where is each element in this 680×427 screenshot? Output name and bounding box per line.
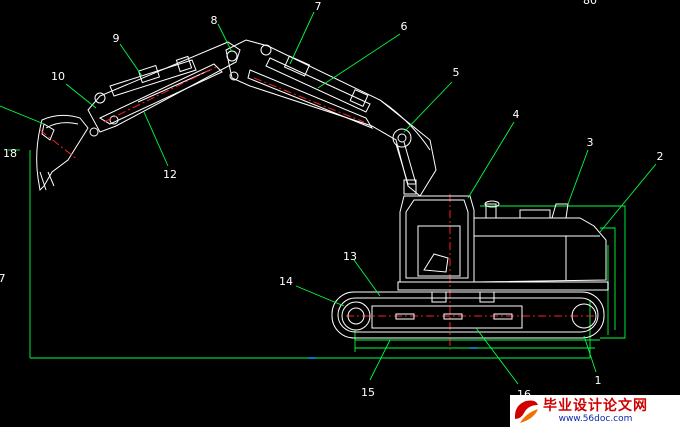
callout-7: 7 [315, 0, 322, 13]
bucket [36, 114, 89, 192]
watermark-logo-icon [514, 400, 538, 423]
site-watermark: 毕业设计论文网 www.56doc.com [510, 395, 680, 427]
watermark-title: 毕业设计论文网 [543, 398, 648, 414]
callout-3: 3 [587, 136, 594, 149]
callout-4: 4 [513, 108, 520, 121]
track [331, 291, 605, 339]
callout-5: 5 [453, 66, 460, 79]
callout-12: 12 [163, 168, 177, 181]
watermark-text: 毕业设计论文网 www.56doc.com [543, 398, 648, 424]
watermark-url: www.56doc.com [558, 414, 633, 424]
callout-2: 2 [657, 150, 664, 163]
edge-fragment-top: 80 [583, 0, 597, 7]
callout-10: 10 [51, 70, 65, 83]
center-lines [39, 65, 596, 350]
callout-1: 1 [595, 374, 602, 387]
stick [87, 41, 241, 137]
lift-cylinder [392, 128, 417, 195]
upper-structure [397, 200, 609, 291]
edge-fragment-left: 7 [0, 272, 6, 285]
callout-18: 18 [3, 147, 17, 160]
callout-15: 15 [361, 386, 375, 399]
callout-8: 8 [211, 14, 218, 27]
callout-9: 9 [113, 32, 120, 45]
bucket-cylinder [109, 55, 197, 97]
leader-lines [0, 11, 657, 385]
callout-14: 14 [279, 275, 293, 288]
callout-13: 13 [343, 250, 357, 263]
callout-6: 6 [401, 20, 408, 33]
boom-cylinder [265, 55, 371, 113]
